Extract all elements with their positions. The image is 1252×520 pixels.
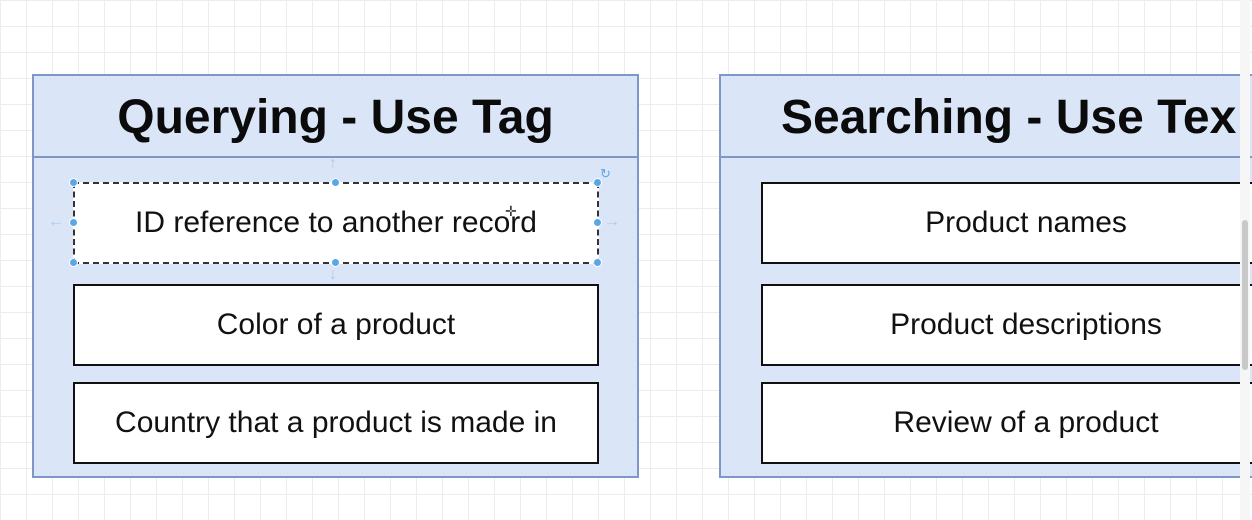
resize-handle-top-right[interactable] (593, 178, 602, 187)
resize-handle-left[interactable] (69, 218, 78, 227)
searching-group-title: Searching - Use Tex (781, 91, 1237, 144)
item-product-descriptions[interactable]: Product descriptions (761, 284, 1252, 366)
move-cursor-icon: ✛ (505, 203, 517, 219)
item-id-reference[interactable]: ID reference to another record (73, 182, 599, 264)
resize-handle-top-left[interactable] (69, 178, 78, 187)
querying-group[interactable]: Querying - Use Tag ID reference to anoth… (32, 74, 639, 478)
item-label: Review of a product (893, 406, 1159, 439)
resize-handle-bottom-right[interactable] (593, 258, 602, 267)
querying-group-title: Querying - Use Tag (117, 91, 554, 144)
arrow-up-icon[interactable]: ↑ (329, 155, 337, 172)
resize-handle-top[interactable] (331, 178, 340, 187)
item-label: Product descriptions (890, 308, 1162, 341)
searching-group-header[interactable]: Searching - Use Tex (721, 76, 1252, 158)
item-label: Color of a product (216, 308, 456, 341)
item-label: ID reference to another record (135, 206, 537, 239)
vertical-scrollbar[interactable] (1240, 0, 1250, 520)
resize-handle-right[interactable] (593, 218, 602, 227)
item-product-review[interactable]: Review of a product (761, 382, 1252, 464)
item-label: Country that a product is made in (115, 406, 557, 439)
rotate-icon[interactable]: ↻ (600, 166, 611, 181)
item-product-names[interactable]: Product names (761, 182, 1252, 264)
scrollbar-thumb[interactable] (1242, 220, 1248, 370)
querying-group-header[interactable]: Querying - Use Tag (34, 76, 637, 158)
searching-group[interactable]: Searching - Use Tex Product names Produc… (719, 74, 1252, 478)
resize-handle-bottom[interactable] (331, 258, 340, 267)
arrow-right-icon[interactable]: → (604, 213, 620, 230)
item-label: Product names (925, 206, 1127, 239)
arrow-left-icon[interactable]: ← (48, 213, 64, 230)
resize-handle-bottom-left[interactable] (69, 258, 78, 267)
arrow-down-icon[interactable]: ↓ (329, 266, 337, 283)
item-color[interactable]: Color of a product (73, 284, 599, 366)
item-country[interactable]: Country that a product is made in (73, 382, 599, 464)
